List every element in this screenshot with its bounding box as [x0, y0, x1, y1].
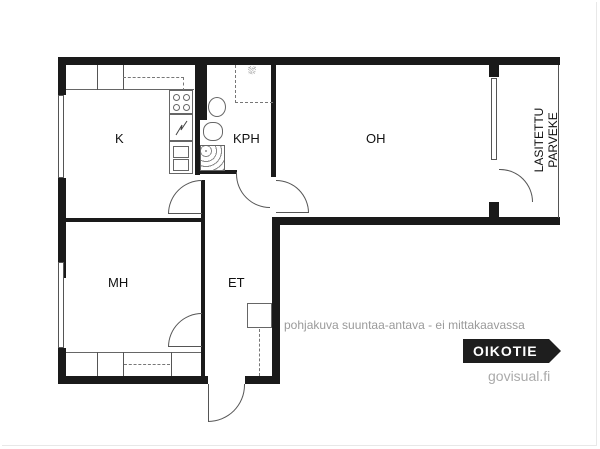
wall-et-right	[272, 222, 280, 384]
wall-cabinet-outline	[123, 77, 184, 91]
room-label-mh: MH	[108, 275, 129, 290]
wall-k-kph	[195, 65, 207, 120]
wardrobe-divider	[171, 352, 172, 376]
room-label-et: ET	[228, 275, 245, 290]
wall-top-right	[270, 57, 560, 65]
disclaimer-text: pohjakuva suuntaa-antava - ei mittakaava…	[284, 318, 525, 332]
wardrobe-divider	[123, 352, 124, 376]
wall-k-mh	[66, 218, 201, 222]
credit-text: govisual.fi	[488, 368, 551, 384]
room-label-k: K	[115, 131, 124, 146]
oikotie-badge: OIKOTIE	[463, 339, 561, 363]
sink-icon	[169, 141, 193, 174]
wall-left-lower	[58, 348, 66, 383]
entry-cabinet	[247, 303, 272, 328]
balcony-label: LASITETTU PARVEKE	[532, 108, 560, 173]
wall-top-left	[58, 57, 292, 65]
room-label-kph: KPH	[233, 131, 260, 146]
fridge-icon	[169, 114, 193, 141]
cabinet-divider	[97, 65, 98, 90]
wall-corridor-left-a	[201, 180, 205, 376]
washbasin-icon	[208, 97, 226, 117]
wardrobe-divider	[97, 352, 98, 376]
wall-bottom-left	[58, 376, 208, 384]
door-oh-leaf	[276, 212, 309, 213]
window-mh	[58, 262, 64, 348]
door-mh-leaf	[168, 346, 202, 347]
wall-left-upper	[58, 57, 66, 95]
wall-k-kph-thin	[195, 120, 200, 175]
shower-area	[235, 65, 273, 103]
wall-kph-oh	[271, 65, 276, 177]
floor-drain-area	[200, 145, 225, 171]
wall-oh-balcony-bottom	[489, 202, 499, 220]
toilet-icon	[203, 122, 223, 141]
wall-bottom-entry	[245, 376, 280, 384]
room-label-oh: OH	[366, 131, 386, 146]
entry-rail	[259, 329, 260, 376]
wall-oh-bottom	[272, 217, 560, 225]
door-entry-leaf	[208, 384, 209, 422]
door-k-leaf	[168, 213, 202, 214]
stove-icon	[169, 90, 193, 114]
wardrobe-rail	[124, 364, 170, 365]
window-oh	[491, 78, 497, 160]
balcony-label-line2: PARVEKE	[546, 112, 560, 168]
shower-head-icon: ⛆	[248, 66, 256, 77]
balcony-glazing	[558, 65, 559, 218]
window-k	[58, 95, 64, 178]
wall-left-mid	[58, 178, 66, 278]
balcony-label-line1: LASITETTU	[532, 107, 546, 173]
wall-kph-bottom	[200, 170, 237, 174]
wall-oh-balcony-top	[489, 65, 499, 77]
